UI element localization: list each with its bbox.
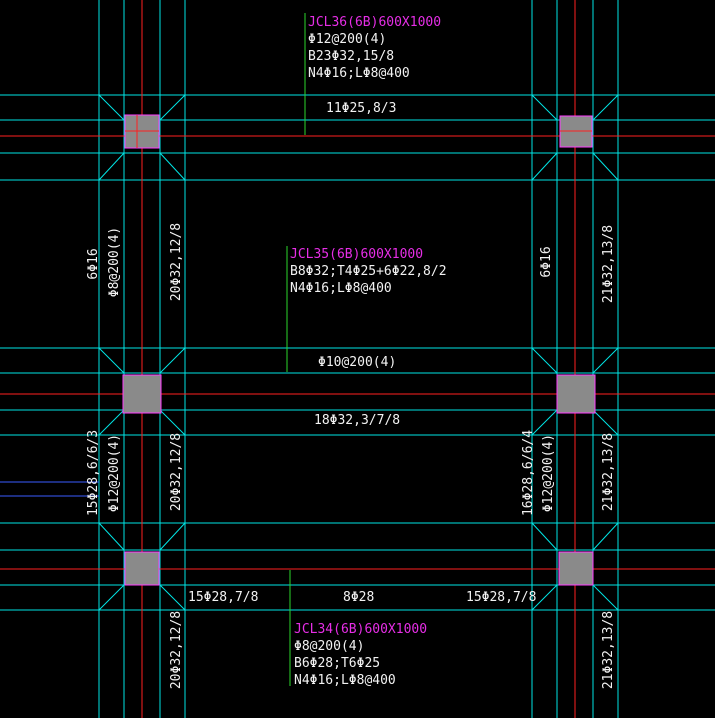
column-axis-marks xyxy=(125,115,592,148)
span-label-bottom-right: 15Φ28,7/8 xyxy=(466,590,536,605)
vlabel-left-mid-a: 15Φ28,6/6/3 xyxy=(86,430,101,516)
leader-lines xyxy=(286,13,306,686)
column-b2[interactable] xyxy=(556,374,596,414)
beam-annotation-jcl34[interactable]: JCL34(6B)600X1000 Φ8@200(4) B6Φ28;T6Φ25 … xyxy=(294,622,427,688)
column-b1[interactable] xyxy=(122,374,162,414)
jcl36-side-rebar: N4Φ16;LΦ8@400 xyxy=(308,66,410,81)
vlabel-col4-upper: 21Φ32,13/8 xyxy=(601,225,616,303)
column-c1[interactable] xyxy=(124,551,160,586)
column-c2[interactable] xyxy=(558,551,594,586)
jcl34-side-rebar: N4Φ16;LΦ8@400 xyxy=(294,673,396,688)
span-label-bottom-left: 15Φ28,7/8 xyxy=(188,590,258,605)
vlabel-col2-upper: 20Φ32,12/8 xyxy=(169,223,184,301)
jcl36-bottom-rebar: B23Φ32,15/8 xyxy=(308,49,394,64)
jcl35-side-rebar: N4Φ16;LΦ8@400 xyxy=(290,281,392,296)
span-label-bottom-mid: 8Φ28 xyxy=(343,590,374,605)
beam-annotation-jcl35[interactable]: JCL35(6B)600X1000 B8Φ32;T4Φ25+6Φ22,8/2 N… xyxy=(290,247,447,370)
span-labels: 18Φ32,3/7/8 15Φ28,7/8 8Φ28 15Φ28,7/8 xyxy=(188,413,536,605)
vlabel-left-upper-a: 6Φ16 xyxy=(86,248,101,279)
vlabel-right-mid-a: 16Φ28,6/6/4 xyxy=(521,430,536,516)
jcl35-bottom-rebar: B8Φ32;T4Φ25+6Φ22,8/2 xyxy=(290,264,447,279)
vlabel-left-mid-b: Φ12@200(4) xyxy=(107,434,122,512)
jcl35-stirrup: Φ10@200(4) xyxy=(318,355,396,370)
vlabel-col2-low: 20Φ32,12/8 xyxy=(169,611,184,689)
vlabel-right-mid-b: Φ12@200(4) xyxy=(541,434,556,512)
horizontal-beam-lines xyxy=(0,94,715,611)
jcl34-bottom-rebar: B6Φ28;T6Φ25 xyxy=(294,656,380,671)
vlabel-left-upper-b: Φ8@200(4) xyxy=(107,227,122,297)
beam-name-jcl34: JCL34(6B)600X1000 xyxy=(294,622,427,637)
vlabel-col2-mid: 20Φ32,12/8 xyxy=(169,433,184,511)
span-label-mid-top: 18Φ32,3/7/8 xyxy=(314,413,400,428)
beam-name-jcl36: JCL36(6B)600X1000 xyxy=(308,15,441,30)
jcl36-top-span-rebar: 11Φ25,8/3 xyxy=(326,101,396,116)
beam-name-jcl35: JCL35(6B)600X1000 xyxy=(290,247,423,262)
haunch-diagonals xyxy=(98,94,619,611)
jcl36-stirrup: Φ12@200(4) xyxy=(308,32,386,47)
vlabel-col4-low: 21Φ32,13/8 xyxy=(601,611,616,689)
beam-annotation-jcl36[interactable]: JCL36(6B)600X1000 Φ12@200(4) B23Φ32,15/8… xyxy=(308,15,441,116)
jcl34-stirrup: Φ8@200(4) xyxy=(294,639,364,654)
vertical-labels: 6Φ16 Φ8@200(4) 20Φ32,12/8 6Φ16 21Φ32,13/… xyxy=(86,223,616,689)
vlabel-right-upper: 6Φ16 xyxy=(539,246,554,277)
blue-reference-lines xyxy=(0,481,99,497)
vlabel-col4-mid: 21Φ32,13/8 xyxy=(601,433,616,511)
